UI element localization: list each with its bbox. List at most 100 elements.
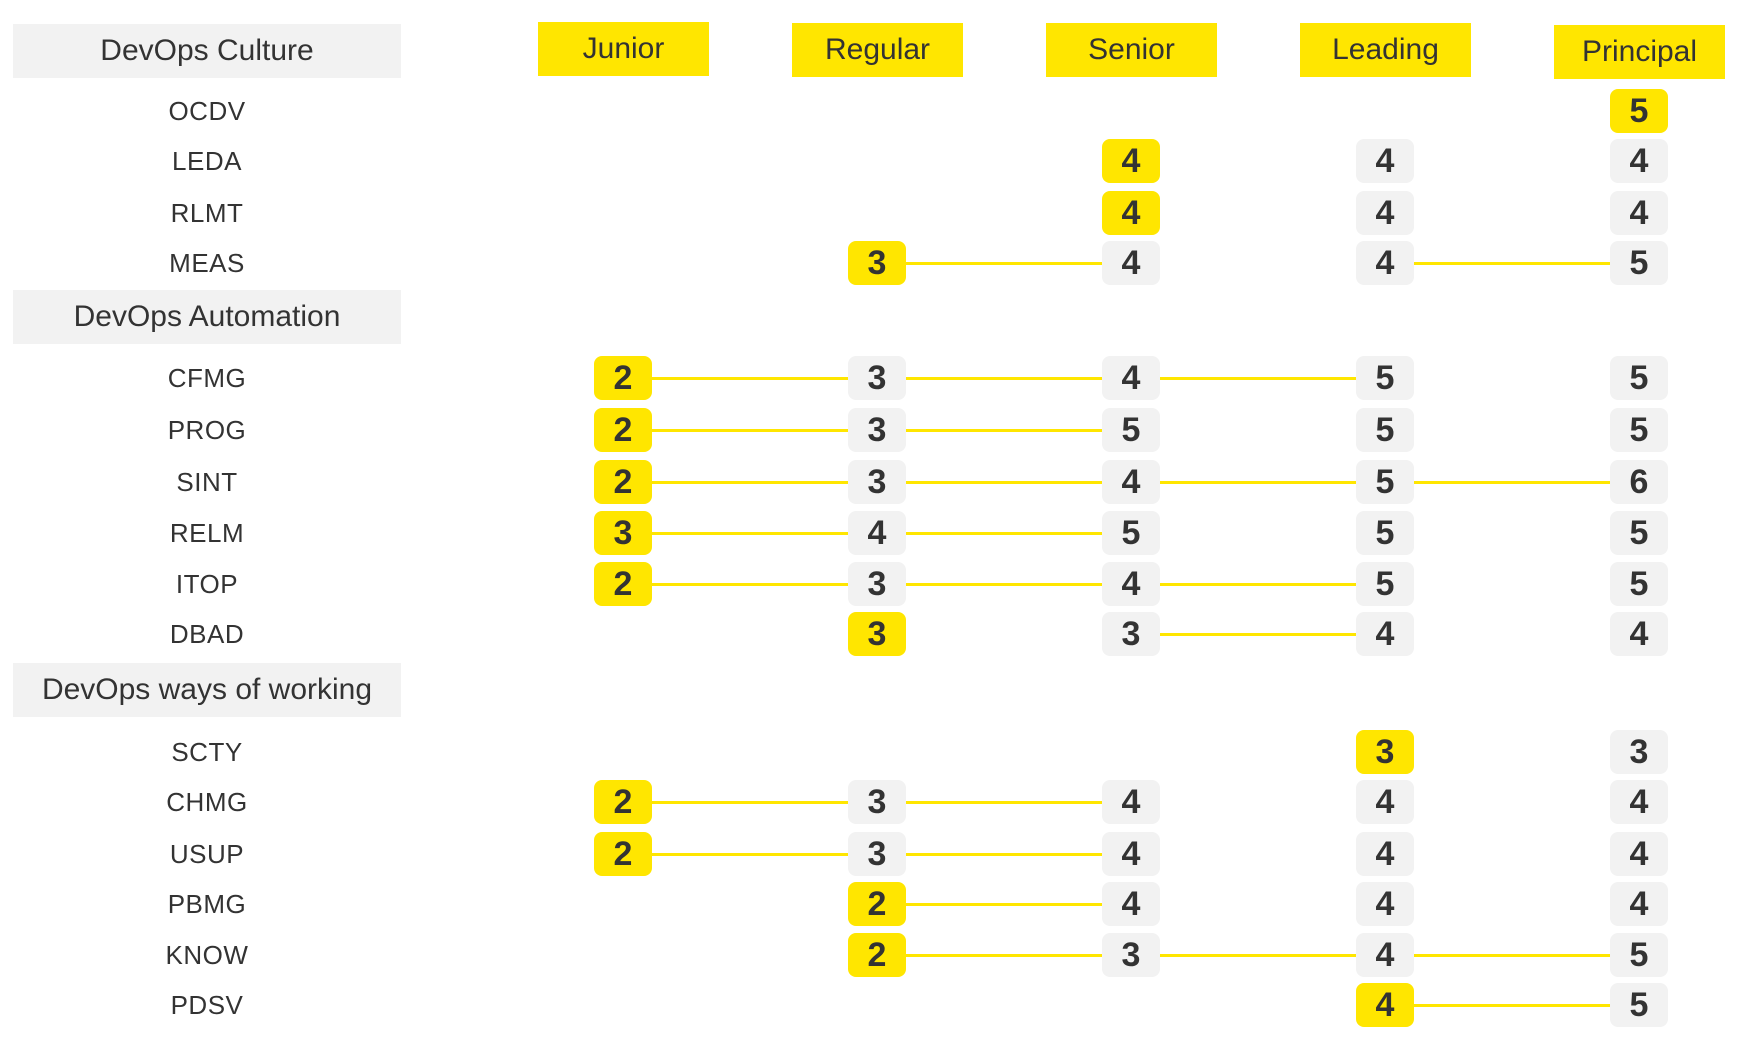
- level-cell-relm-regular: 4: [848, 511, 906, 555]
- category-devops-ways-of-working: DevOps ways of working: [13, 663, 401, 717]
- level-cell-chmg-regular: 3: [848, 780, 906, 824]
- level-cell-relm-leading: 5: [1356, 511, 1414, 555]
- level-cell-usup-principal: 4: [1610, 832, 1668, 876]
- skill-label-meas: MEAS: [169, 247, 245, 278]
- progression-connector: [1414, 481, 1610, 484]
- category-devops-culture: DevOps Culture: [13, 24, 401, 78]
- level-cell-dbad-leading: 4: [1356, 612, 1414, 656]
- progression-connector: [906, 377, 1102, 380]
- level-cell-leda-senior: 4: [1102, 139, 1160, 183]
- skill-label-chmg: CHMG: [166, 786, 248, 817]
- level-cell-cfmg-leading: 5: [1356, 356, 1414, 400]
- level-cell-know-regular: 2: [848, 933, 906, 977]
- progression-connector: [906, 583, 1102, 586]
- level-cell-cfmg-regular: 3: [848, 356, 906, 400]
- progression-connector: [1160, 481, 1356, 484]
- skill-label-cfmg: CFMG: [167, 362, 247, 393]
- level-cell-know-leading: 4: [1356, 933, 1414, 977]
- level-cell-chmg-principal: 4: [1610, 780, 1668, 824]
- progression-connector: [1414, 1004, 1610, 1007]
- skill-label-sint: SINT: [176, 466, 238, 497]
- skill-label-prog: PROG: [167, 414, 247, 445]
- skill-label-scty: SCTY: [171, 736, 243, 767]
- level-cell-prog-regular: 3: [848, 408, 906, 452]
- skill-label-usup: USUP: [169, 838, 245, 869]
- level-cell-chmg-senior: 4: [1102, 780, 1160, 824]
- level-cell-cfmg-principal: 5: [1610, 356, 1668, 400]
- progression-connector: [1160, 583, 1356, 586]
- level-cell-itop-junior: 2: [594, 562, 652, 606]
- progression-connector: [652, 377, 848, 380]
- level-cell-usup-senior: 4: [1102, 832, 1160, 876]
- skill-label-relm: RELM: [169, 517, 245, 548]
- level-cell-meas-senior: 4: [1102, 241, 1160, 285]
- level-cell-meas-principal: 5: [1610, 241, 1668, 285]
- level-cell-usup-junior: 2: [594, 832, 652, 876]
- level-cell-prog-leading: 5: [1356, 408, 1414, 452]
- level-cell-chmg-junior: 2: [594, 780, 652, 824]
- progression-connector: [1160, 377, 1356, 380]
- level-cell-sint-leading: 5: [1356, 460, 1414, 504]
- level-cell-chmg-leading: 4: [1356, 780, 1414, 824]
- skill-label-ocdv: OCDV: [168, 95, 246, 126]
- progression-connector: [906, 954, 1102, 957]
- level-cell-rlmt-principal: 4: [1610, 191, 1668, 235]
- progression-connector: [906, 532, 1102, 535]
- level-cell-sint-principal: 6: [1610, 460, 1668, 504]
- level-cell-relm-senior: 5: [1102, 511, 1160, 555]
- progression-connector: [652, 481, 848, 484]
- level-cell-know-principal: 5: [1610, 933, 1668, 977]
- progression-connector: [906, 481, 1102, 484]
- level-cell-prog-senior: 5: [1102, 408, 1160, 452]
- level-cell-pbmg-senior: 4: [1102, 882, 1160, 926]
- progression-connector: [906, 853, 1102, 856]
- progression-connector: [906, 429, 1102, 432]
- skill-label-rlmt: RLMT: [170, 197, 244, 228]
- level-cell-ocdv-principal: 5: [1610, 89, 1668, 133]
- level-cell-usup-regular: 3: [848, 832, 906, 876]
- level-header-regular: Regular: [792, 23, 963, 77]
- progression-connector: [906, 801, 1102, 804]
- progression-connector: [906, 903, 1102, 906]
- level-cell-scty-leading: 3: [1356, 730, 1414, 774]
- level-header-leading: Leading: [1300, 23, 1471, 77]
- progression-connector: [652, 532, 848, 535]
- level-cell-sint-junior: 2: [594, 460, 652, 504]
- level-cell-usup-leading: 4: [1356, 832, 1414, 876]
- level-cell-cfmg-junior: 2: [594, 356, 652, 400]
- skill-label-pdsv: PDSV: [170, 989, 244, 1020]
- level-cell-meas-leading: 4: [1356, 241, 1414, 285]
- progression-connector: [1414, 954, 1610, 957]
- category-devops-automation: DevOps Automation: [13, 290, 401, 344]
- level-cell-leda-leading: 4: [1356, 139, 1414, 183]
- level-cell-dbad-senior: 3: [1102, 612, 1160, 656]
- skill-label-pbmg: PBMG: [167, 888, 247, 919]
- level-cell-relm-junior: 3: [594, 511, 652, 555]
- level-cell-cfmg-senior: 4: [1102, 356, 1160, 400]
- progression-connector: [1160, 633, 1356, 636]
- progression-connector: [1160, 954, 1356, 957]
- level-cell-prog-principal: 5: [1610, 408, 1668, 452]
- level-header-senior: Senior: [1046, 23, 1217, 77]
- level-cell-leda-principal: 4: [1610, 139, 1668, 183]
- level-cell-pdsv-principal: 5: [1610, 983, 1668, 1027]
- progression-connector: [906, 262, 1102, 265]
- level-cell-prog-junior: 2: [594, 408, 652, 452]
- level-cell-itop-senior: 4: [1102, 562, 1160, 606]
- level-cell-itop-leading: 5: [1356, 562, 1414, 606]
- level-cell-rlmt-leading: 4: [1356, 191, 1414, 235]
- level-cell-pbmg-regular: 2: [848, 882, 906, 926]
- progression-connector: [652, 429, 848, 432]
- progression-connector: [652, 583, 848, 586]
- skill-label-know: KNOW: [165, 939, 249, 970]
- level-cell-sint-senior: 4: [1102, 460, 1160, 504]
- level-cell-rlmt-senior: 4: [1102, 191, 1160, 235]
- progression-connector: [652, 801, 848, 804]
- level-cell-meas-regular: 3: [848, 241, 906, 285]
- level-header-principal: Principal: [1554, 25, 1725, 79]
- level-cell-pbmg-principal: 4: [1610, 882, 1668, 926]
- skill-label-dbad: DBAD: [169, 618, 245, 649]
- level-cell-itop-principal: 5: [1610, 562, 1668, 606]
- level-header-junior: Junior: [538, 22, 709, 76]
- progression-connector: [652, 853, 848, 856]
